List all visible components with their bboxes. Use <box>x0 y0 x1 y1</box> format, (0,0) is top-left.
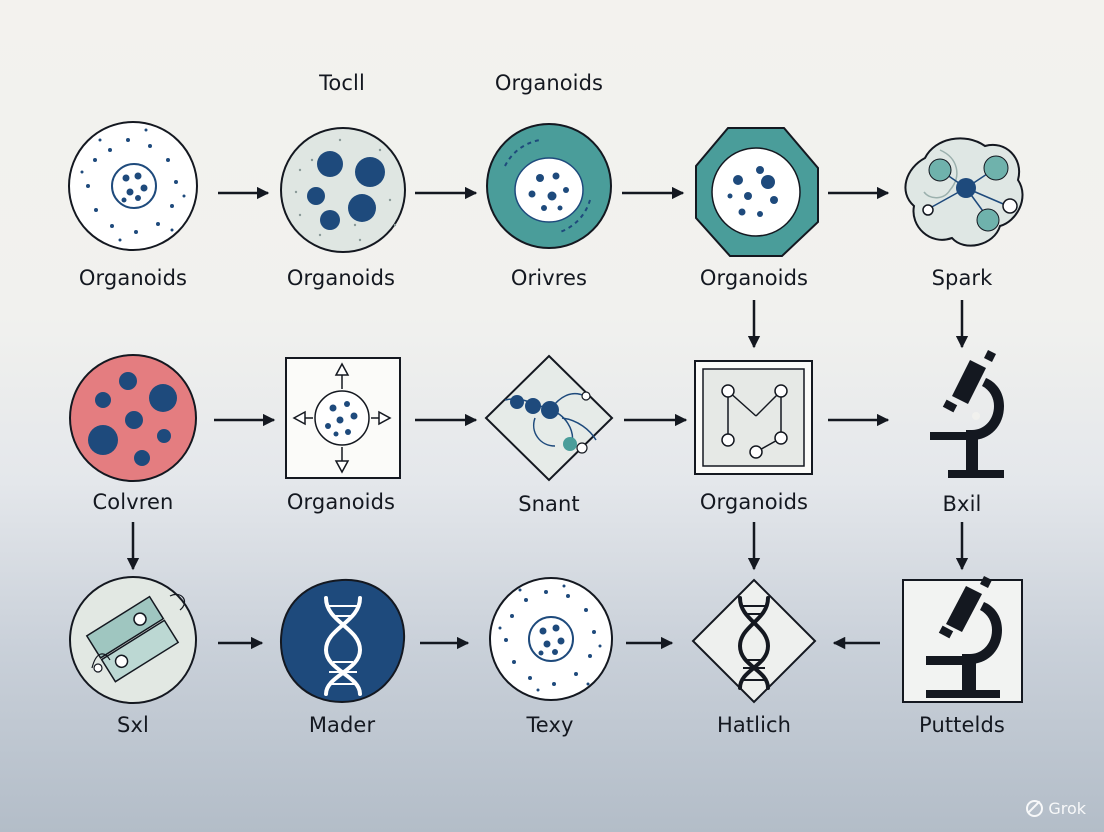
node-label-r1c1: Organoids <box>33 266 233 290</box>
node-label-r2c1: Colvren <box>33 490 233 514</box>
watermark: Grok <box>1026 799 1086 818</box>
column-header-1: Tocll <box>242 71 442 95</box>
node-label-r2c3: Snant <box>449 492 649 516</box>
flow-arrows-down-2 <box>133 522 962 569</box>
node-label-r2c5: Bxil <box>862 492 1062 516</box>
node-label-r1c4: Organoids <box>654 266 854 290</box>
grok-logo-icon <box>1026 800 1043 817</box>
pink-cell-icon <box>70 355 196 481</box>
node-label-r1c5: Spark <box>862 266 1062 290</box>
cell-spheres-icon <box>281 128 405 252</box>
node-label-r3c4: Hatlich <box>654 713 854 737</box>
dna-navy-icon <box>281 580 404 702</box>
column-header-2: Organoids <box>449 71 649 95</box>
node-label-r2c4: Organoids <box>654 490 854 514</box>
diamond-network-icon <box>486 356 612 480</box>
node-label-r3c5: Puttelds <box>862 713 1062 737</box>
node-label-r3c2: Mader <box>242 713 442 737</box>
boxed-microscope-icon <box>903 576 1022 702</box>
chip-cell-icon <box>70 577 196 703</box>
microscope-icon <box>930 350 1004 478</box>
dna-diamond-icon <box>693 580 815 702</box>
organoid-cell-icon <box>69 122 197 250</box>
node-label-r2c2: Organoids <box>241 490 441 514</box>
node-label-r3c1: Sxl <box>33 713 233 737</box>
node-label-r1c2: Organoids <box>241 266 441 290</box>
network-blob-icon <box>905 138 1022 245</box>
node-label-r3c3: Texy <box>450 713 650 737</box>
dotted-cell-icon <box>490 578 612 700</box>
watermark-text: Grok <box>1048 799 1086 818</box>
expansion-box-icon <box>286 358 400 478</box>
graph-panel-icon <box>695 361 812 474</box>
node-label-r1c3: Orivres <box>449 266 649 290</box>
teal-membrane-cell-icon <box>487 124 611 248</box>
flow-arrows-down-1 <box>754 300 962 347</box>
octagon-cell-icon <box>696 128 818 256</box>
